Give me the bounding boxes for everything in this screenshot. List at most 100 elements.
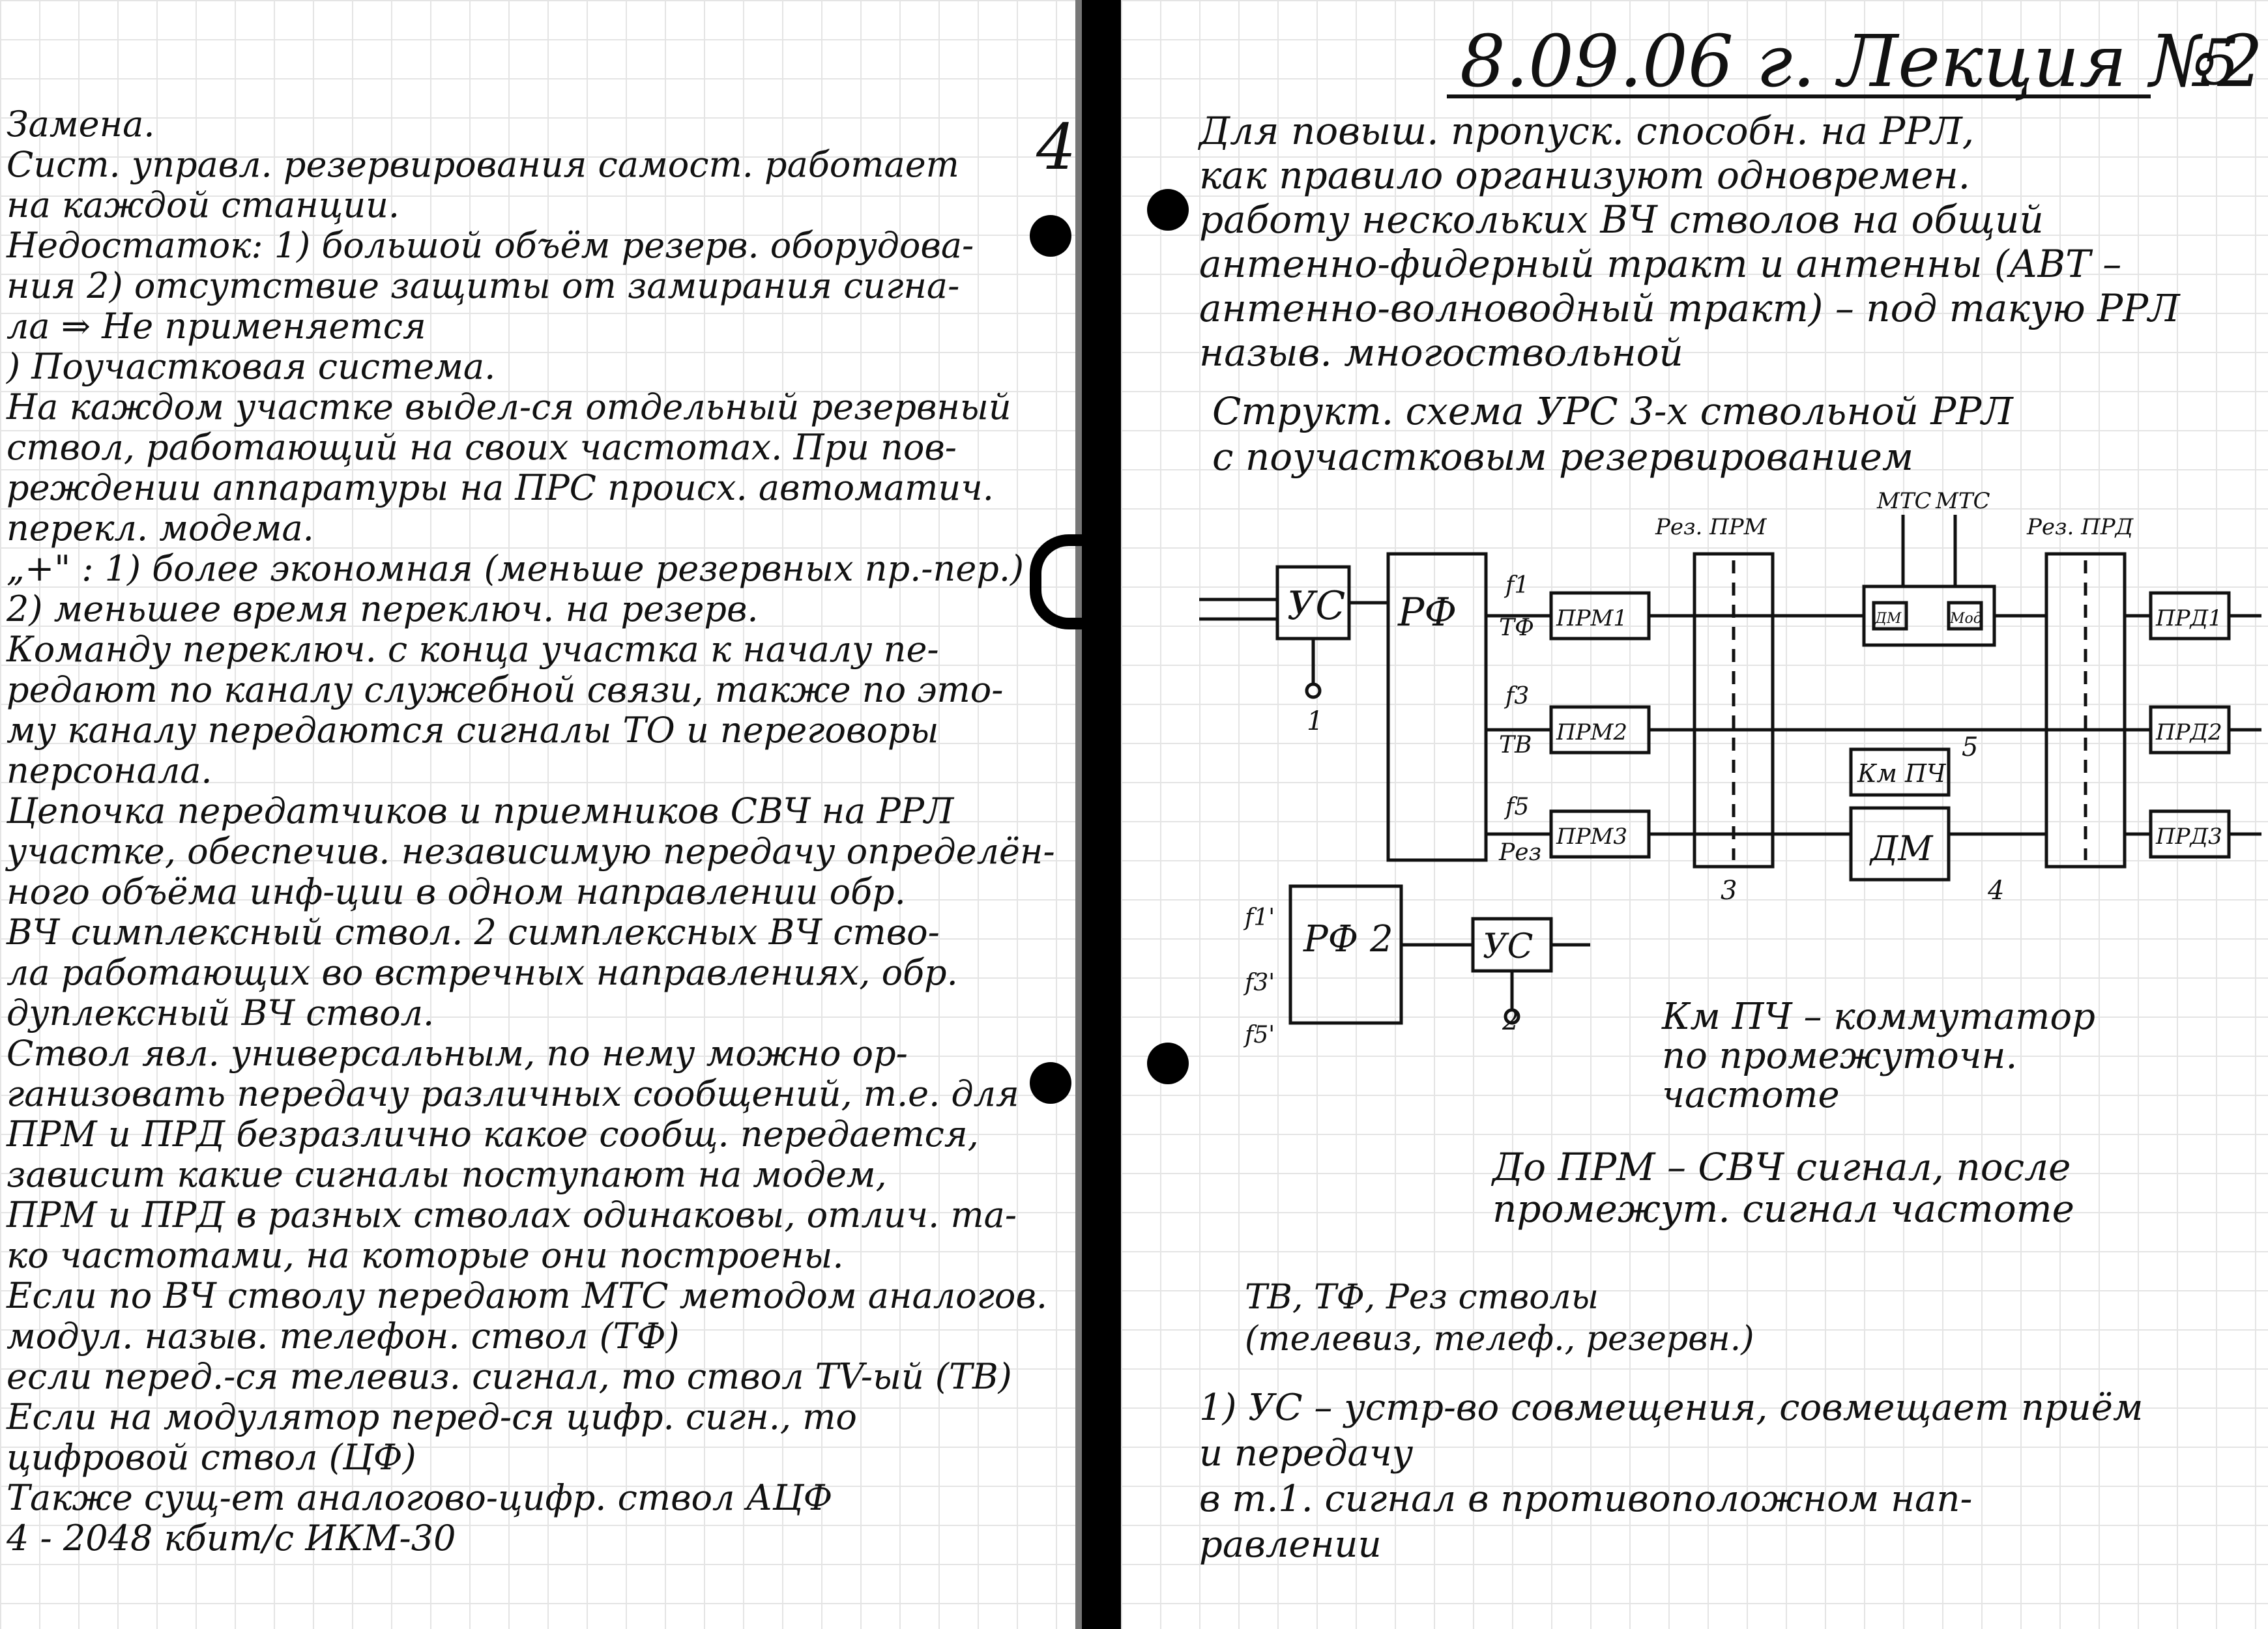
handwritten-line: ТВ, ТФ, Рез стволы — [1245, 1278, 1599, 1317]
diagram-block-label: Мод — [1949, 611, 1983, 627]
handwritten-line: ния 2) отсутствие защиты от замирания си… — [7, 265, 960, 306]
diagram-marker: 3 — [1721, 876, 1737, 906]
handwritten-line: До ПРМ – СВЧ сигнал, после — [1492, 1145, 2071, 1189]
handwritten-line: Замена. — [7, 104, 155, 145]
handwritten-line: зависит какие сигналы поступают на модем… — [7, 1154, 887, 1195]
diagram-signal-label: ТВ — [1499, 732, 1532, 758]
diagram-block-label: ДМ — [1874, 611, 1902, 627]
handwritten-line: ПРМ и ПРД безразлично какое сообщ. перед… — [7, 1114, 979, 1155]
diagram-top-label: МТС — [1876, 488, 1932, 514]
diagram-block-label: РФ — [1397, 590, 1457, 635]
diagram-signal-label: f3 — [1504, 683, 1529, 710]
diagram-signal-label: Рез — [1498, 839, 1541, 866]
handwritten-line: „+" : 1) более экономная (меньше резервн… — [7, 548, 1025, 589]
left-page: 4 Замена.Сист. управл. резервирования са… — [0, 0, 1082, 1629]
diagram-block-label: ДМ — [1869, 829, 1934, 869]
handwritten-line: Команду переключ. с конца участка к нача… — [7, 629, 939, 670]
handwritten-line: Цепочка передатчиков и приемников СВЧ на… — [7, 790, 954, 831]
handwritten-line: (телевиз, телеф., резервн.) — [1245, 1319, 1754, 1359]
rez-prm-switch — [1693, 552, 1775, 869]
diagram-block-label: Км ПЧ — [1857, 759, 1947, 788]
handwritten-line: ла работающих во встречных направлениях,… — [7, 952, 958, 993]
rf-block-top — [1386, 552, 1488, 862]
punch-hole-icon — [1147, 1043, 1189, 1084]
diagram-block-label: ПРМ1 — [1556, 605, 1627, 631]
handwritten-line: 2) меньшее время переключ. на резерв. — [7, 588, 759, 629]
handwritten-line: ПРМ и ПРД в разных стволах одинаковы, от… — [7, 1194, 1017, 1235]
handwritten-line: 4 - 2048 кбит/с ИКМ-30 — [7, 1518, 456, 1559]
handwritten-line: ганизовать передачу различных сообщений,… — [7, 1073, 1019, 1114]
handwritten-line: Если по ВЧ стволу передают МТС методом а… — [7, 1275, 1048, 1316]
handwritten-line: му каналу передаются сигналы ТО и перего… — [7, 710, 939, 751]
gutter-shadow — [1075, 0, 1082, 1629]
diagram-marker: 2 — [1502, 1006, 1519, 1036]
handwritten-line: ного объёма инф-ции в одном направлении … — [7, 871, 906, 912]
handwritten-line: назыв. многоствольной — [1199, 330, 1683, 375]
diagram-signal-label: f5' — [1243, 1022, 1275, 1048]
handwritten-line: равлении — [1199, 1523, 1382, 1566]
handwritten-line: в т.1. сигнал в противоположном нап- — [1199, 1478, 1973, 1520]
diagram-block-label: УС — [1287, 583, 1345, 629]
diagram-signal-label: f5 — [1504, 794, 1529, 820]
handwritten-line: Недостаток: 1) большой объём резерв. обо… — [7, 225, 974, 266]
punch-hole-icon — [1030, 1062, 1071, 1104]
handwritten-line: цифровой ствол (ЦФ) — [7, 1437, 416, 1478]
diagram-signal-label: f1 — [1504, 572, 1529, 599]
diagram-marker: 5 — [1962, 732, 1978, 762]
handwritten-line: промежут. сигнал частоте — [1492, 1187, 2074, 1231]
diagram-signal-label: ТФ — [1499, 614, 1534, 641]
handwritten-line: ВЧ симплексный ствол. 2 симплексных ВЧ с… — [7, 912, 940, 953]
handwritten-line: редают по каналу служебной связи, также … — [7, 669, 1004, 710]
rf-block-bottom — [1288, 884, 1403, 1025]
handwritten-line: ко частотами, на которые они построены. — [7, 1235, 844, 1276]
handwritten-line: работу нескольких ВЧ стволов на общий — [1199, 197, 2044, 242]
handwritten-line: ствол, работающий на своих частотах. При… — [7, 427, 957, 468]
handwritten-line: Для повыш. пропуск. способн. на РРЛ, — [1199, 109, 1975, 153]
handwritten-line: модул. назыв. телефон. ствол (ТФ) — [7, 1316, 680, 1357]
handwritten-line: частоте — [1662, 1074, 1840, 1116]
handwritten-line: Также сущ-ет аналогово-цифр. ствол АЦФ — [7, 1477, 833, 1518]
diagram-block-label: ПРМ3 — [1556, 824, 1627, 850]
handwritten-line: ла ⇒ Не применяется — [7, 306, 426, 347]
handwritten-line: с поучастковым резервированием — [1212, 435, 1914, 479]
punch-hole-icon — [1030, 215, 1071, 257]
handwritten-line: антенно-волноводный тракт) – под такую Р… — [1199, 286, 2180, 330]
rez-prd-switch — [2044, 552, 2127, 869]
notebook-gutter — [1082, 0, 1121, 1629]
handwritten-line: перекл. модема. — [7, 508, 314, 549]
handwritten-line: Структ. схема УРС 3-х ствольной РРЛ — [1212, 389, 2013, 433]
diagram-block-label: РФ 2 — [1303, 918, 1393, 960]
diagram-block-label: ПРМ2 — [1556, 719, 1627, 745]
diagram-block-label: ПРД2 — [2155, 719, 2222, 745]
handwritten-line: реждении аппаратуры на ПРС происх. автом… — [7, 467, 994, 508]
title-underline — [1447, 94, 2151, 98]
dm-block-bottom — [1849, 806, 1951, 882]
handwritten-line: Если на модулятор перед-ся цифр. сигн., … — [7, 1396, 857, 1437]
km-pch-block — [1849, 747, 1951, 797]
diagram-top-label: Рез. ПРД — [2026, 514, 2134, 540]
diagram-block-label: ПРД3 — [2155, 824, 2222, 850]
diagram-block-label: ПРД1 — [2155, 605, 2222, 631]
handwritten-line: участке, обеспечив. независимую передачу… — [7, 831, 1055, 872]
handwritten-line: и передачу — [1199, 1432, 1414, 1475]
handwritten-line: 1) УС – устр-во совмещения, совмещает пр… — [1199, 1387, 2144, 1429]
handwritten-line: если перед.-ся телевиз. сигнал, то ствол… — [7, 1356, 1012, 1397]
handwritten-line: антенно-фидерный тракт и антенны (АВТ – — [1199, 242, 2122, 286]
diagram-top-label: Рез. ПРМ — [1655, 514, 1767, 540]
diagram-marker: 1 — [1307, 706, 1323, 736]
punch-hole-icon — [1147, 189, 1189, 231]
handwritten-line: Сист. управл. резервирования самост. раб… — [7, 144, 959, 185]
handwritten-line: как правило организуют одновремен. — [1199, 153, 1971, 197]
diagram-top-label: МТС — [1935, 488, 1990, 514]
right-page: 8.09.06 г. Лекция №2 5 Для повыш. пропус… — [1121, 0, 2268, 1629]
handwritten-line: персонала. — [7, 750, 212, 791]
handwritten-line: на каждой станции. — [7, 184, 400, 225]
diagram-block-label: УС — [1483, 927, 1533, 966]
diagram-marker: 4 — [1987, 876, 2004, 906]
lecture-title: 8.09.06 г. Лекция №2 — [1460, 20, 2263, 103]
diagram-signal-label: f1' — [1243, 904, 1275, 931]
left-page-number: 4 — [1036, 111, 1077, 184]
